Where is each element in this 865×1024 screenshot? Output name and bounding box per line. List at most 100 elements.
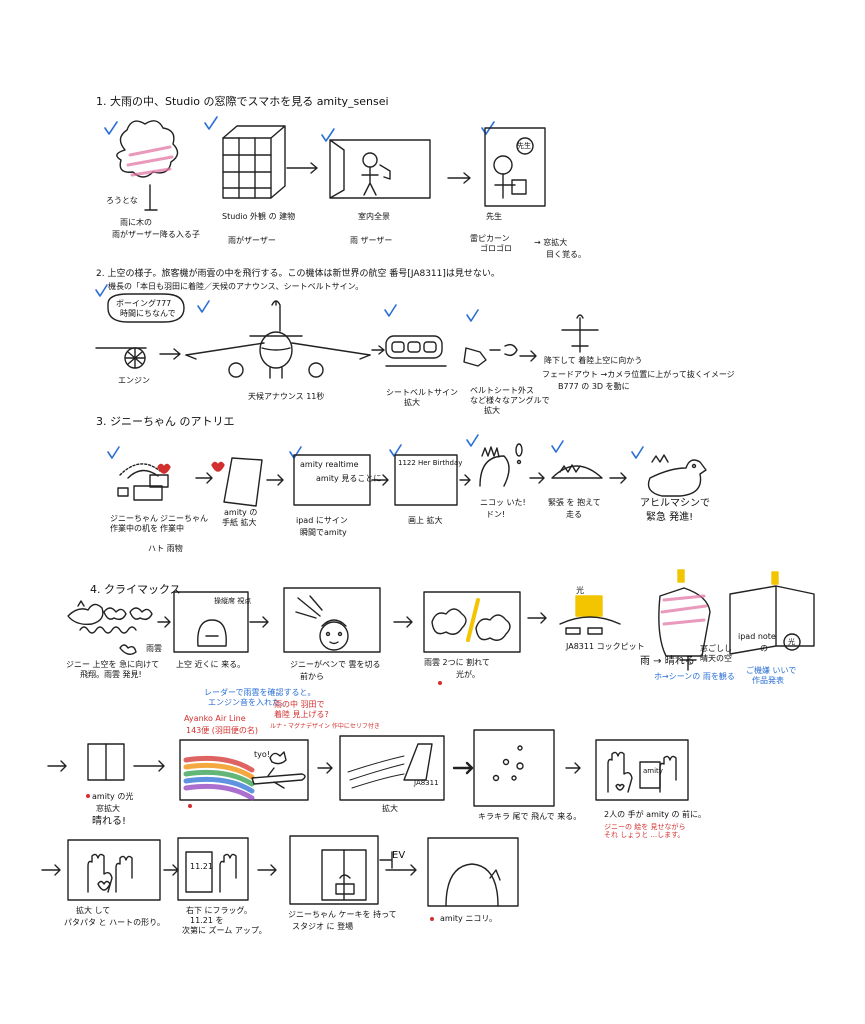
s1-building-sketch — [222, 125, 286, 199]
arrow — [519, 350, 537, 362]
s6-calendar-frame — [177, 837, 249, 901]
s5-window-close — [87, 743, 125, 781]
s2-cabin-label-a: ベルトシート外ス — [470, 386, 534, 395]
s3-birthday-screen — [394, 454, 458, 506]
arrow — [163, 864, 179, 876]
s4-split-cloud-frame — [423, 591, 521, 653]
section-2-subtitle: 機長の「本日も羽田に着陸／天候のアナウンス、シートベルトサイン。 — [108, 282, 364, 291]
s6-ev-label: EV — [392, 850, 406, 861]
s2-bubble-line1: ボーイング777 — [116, 299, 172, 308]
s3-caption-1e: ハト 雨物 — [148, 544, 183, 553]
s1-caption-2a: Studio 外観 の 建物 — [222, 212, 296, 221]
s1-tree-sketch — [116, 120, 179, 211]
s5-caption-3: 拡大 — [382, 804, 398, 813]
s2-speech-bubble — [107, 293, 185, 323]
s2-note-3: B777 の 3D を動に — [558, 382, 630, 391]
s6-caption-1b: パタパタ と ハートの形り。 — [64, 918, 165, 927]
s5-red-note-5a: ジニーの 絵を 見せながら — [604, 823, 686, 831]
arrow — [459, 474, 471, 486]
s4-caption-4b: 光が。 — [456, 670, 480, 679]
arrow — [317, 762, 333, 774]
s1-checkmarks — [104, 116, 495, 142]
s5-caption-1c: 晴れる! — [92, 816, 127, 827]
s5-sparkle-frame — [473, 729, 555, 807]
arrow — [286, 162, 318, 174]
s5-caption-4: キラキラ 尾で 飛んで 来る。 — [478, 812, 582, 821]
s4-blue-note-4: ご機嫌 いいで — [746, 666, 797, 675]
s2-engine-sketch — [95, 347, 147, 369]
arrow — [47, 760, 67, 772]
s5-caption-1a: amity の光 — [92, 792, 134, 801]
s6-caption-2c: 次第に ズーム アップ。 — [182, 926, 267, 935]
s1-window-sketch — [484, 127, 546, 207]
s3-caption-4: 画上 拡大 — [408, 516, 443, 525]
s3-screen-line1: amity realtime — [300, 460, 359, 469]
arrow — [266, 474, 284, 486]
red-markers — [86, 681, 442, 921]
s4-caption-1b: 飛翔。雨雲 発見! — [80, 670, 142, 679]
s6-smile-frame — [427, 837, 519, 907]
s3-ipad-sketch — [293, 454, 371, 506]
s4-caption-1a: ジニー 上空を 急に向けて — [66, 660, 160, 669]
s4-ja-cockpit — [559, 595, 621, 635]
s3-caption-1c: ジニーちゃん — [160, 514, 208, 523]
s4-pen-frame — [283, 587, 381, 653]
s6-caption-3b: スタジオ に 登場 — [292, 922, 354, 931]
s3-caption-2b: 手紙 拡大 — [222, 518, 257, 527]
s5-red-title-1: Ayanko Air Line — [184, 714, 246, 723]
s4-caption-7a: ipad note — [738, 632, 776, 641]
s3-caption-2a: amity の — [224, 508, 258, 517]
s1-caption-3a: 室内全景 — [358, 212, 390, 221]
s5-letter-text: amity — [643, 767, 663, 775]
s4-caption-3a: ジニーがペンで 雲を切る — [290, 660, 381, 669]
arrow — [385, 864, 417, 876]
section-2-title: 2. 上空の様子。旅客機が雨雲の中を飛行する。この機体は新世界の航空 番号[JA… — [96, 269, 500, 279]
s4-blue-note-2: エンジン音を入れた。 — [208, 698, 288, 707]
s6-calendar-text: 11.21 — [190, 862, 213, 871]
section-1-title: 1. 大雨の中、Studio の窓際でスマホを見る amity_sensei — [96, 95, 389, 108]
s1-caption-4a: 先生 — [486, 212, 502, 221]
s4-caption-4a: 雨雲 2つに 割れて — [424, 658, 490, 667]
section-4-title: 4. クライマックス — [90, 583, 181, 596]
s4-flying-sketch — [67, 600, 153, 655]
arrow — [249, 616, 269, 628]
s2-checkmarks — [95, 284, 479, 322]
s5-red-note-2: 着陸 見上げる? — [274, 710, 329, 719]
s4-blue-note-5: 作品発表 — [752, 676, 784, 685]
s4-cloud-label: 雨雲 — [146, 644, 162, 653]
s1-caption-4e: 目く覚る。 — [546, 250, 586, 259]
s2-seatbelt-sketch — [385, 335, 447, 367]
s1-caption-4c: ゴロゴロ — [480, 244, 512, 253]
s4-ipad-note — [729, 571, 815, 655]
s4-caption-3b: 前から — [300, 672, 324, 681]
s6-cake-frame — [289, 835, 393, 905]
arrow — [609, 472, 627, 484]
arrow — [41, 864, 61, 876]
s3-duck-sketch — [647, 454, 707, 497]
s5-red-note-5b: それ しょうと ...します。 — [604, 831, 685, 839]
s6-caption-1a: 拡大 して — [76, 906, 111, 915]
s4-frame2-top: 操縦席 視点 — [214, 597, 252, 605]
arrow — [159, 348, 181, 360]
arrow — [157, 616, 171, 628]
s3-caption-7a: アヒルマシンで — [640, 498, 710, 509]
arrow — [133, 760, 165, 772]
s2-seatbelt-label-a: シートベルトサイン — [386, 388, 458, 397]
s6-caption-2a: 右下 にフラッグ。 — [186, 906, 252, 915]
s4-sun-label: 光 — [576, 586, 584, 595]
s2-cabin-label-c: 拡大 — [484, 406, 500, 415]
s4-caption-6a: 雨 → 晴れる — [640, 656, 695, 667]
s3-caption-1d: 作業中 — [160, 524, 184, 533]
s5-red-note-1: 雨の中 羽田で — [274, 700, 325, 709]
s3-caption-6a: 緊張 を 抱えて — [548, 498, 601, 507]
s3-caption-3a: ipad にサイン — [296, 516, 348, 525]
arrow — [195, 472, 213, 484]
s3-caption-3b: 瞬間でamity — [300, 528, 347, 537]
arrow — [529, 472, 545, 484]
s4-blue-note-3: ホ→シーンの 雨を観る — [654, 672, 735, 681]
s1-sensei-mark: 先生 — [517, 142, 531, 150]
arrow — [565, 762, 581, 774]
s2-engine-label: エンジン — [118, 376, 150, 385]
s1-tree-label: ろうとな — [106, 196, 138, 205]
